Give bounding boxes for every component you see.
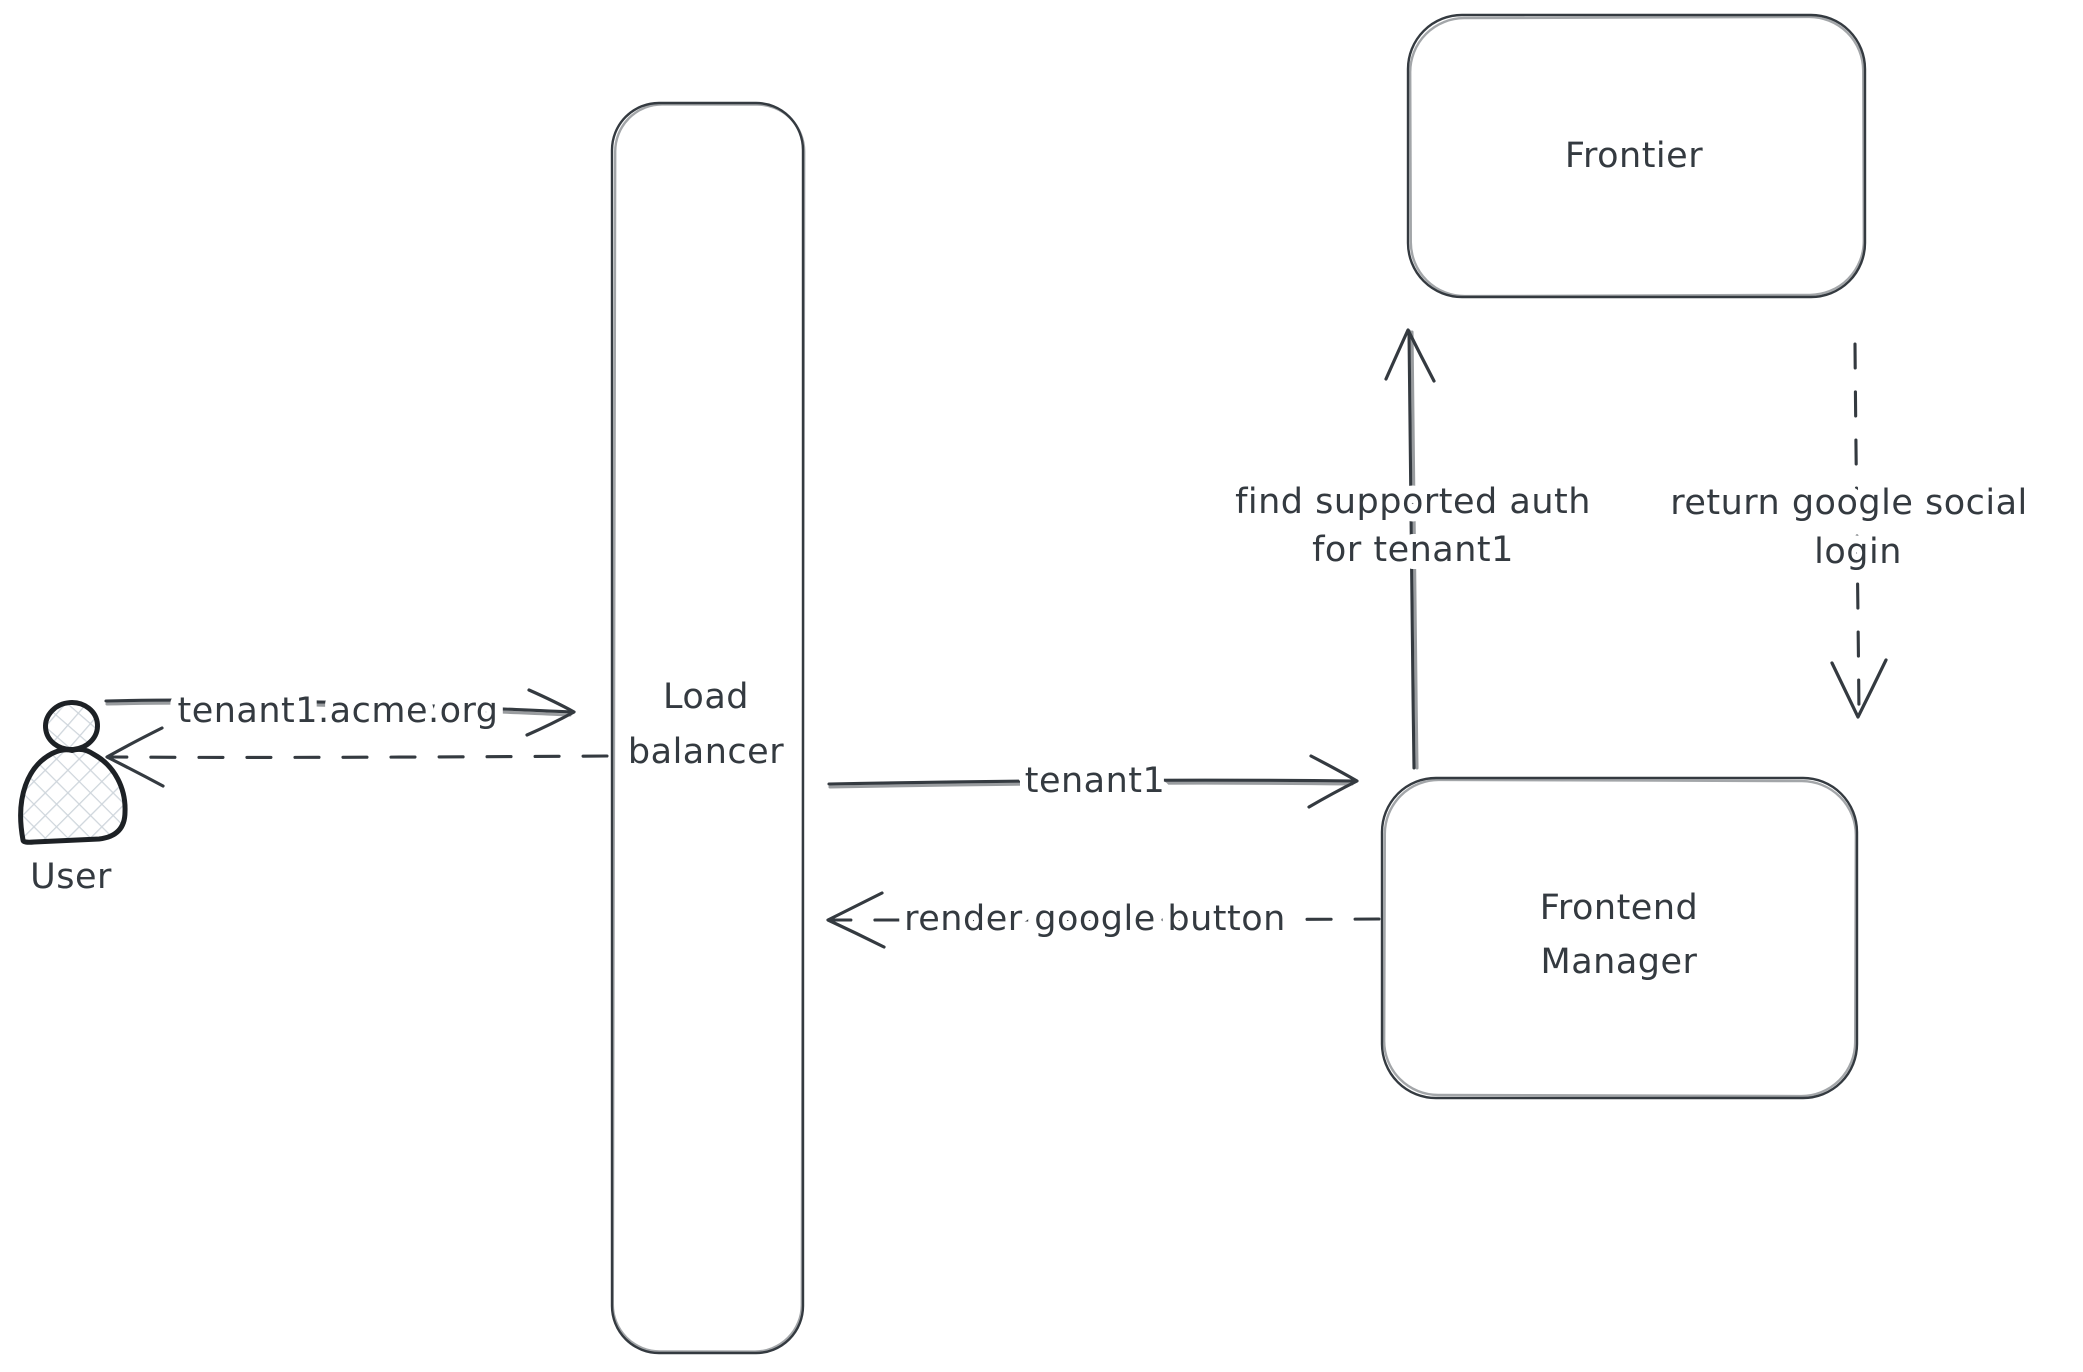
- edge-label-tenant1-acme-org: tenant1.acme.org: [177, 691, 498, 731]
- user-label: User: [30, 857, 112, 897]
- edge-user-to-load-balancer: tenant1.acme.org: [104, 683, 576, 739]
- frontend-manager-box-echo: [1382, 778, 1858, 1098]
- arrowhead-right-icon: [1307, 754, 1359, 809]
- edge-label-render-google-button: render google button: [904, 899, 1286, 939]
- edge-line-echo: [828, 781, 1354, 789]
- frontend-manager-node: Frontend Manager: [1380, 776, 1859, 1100]
- edge-label-find-supported-auth-line1: find supported auth: [1235, 482, 1591, 522]
- frontier-node: Frontier: [1406, 13, 1867, 299]
- frontend-manager-box: [1380, 776, 1859, 1100]
- arrowhead-down-icon: [1830, 658, 1888, 719]
- edge-load-balancer-to-frontend-manager: tenant1: [827, 753, 1359, 809]
- edge-line-echo: [105, 701, 572, 717]
- frontier-box-echo: [1409, 15, 1865, 298]
- arrowhead-left-icon: [826, 891, 886, 949]
- edge-label-find-supported-auth-line2: for tenant1: [1312, 530, 1514, 570]
- load-balancer-label-line1: Load: [663, 677, 749, 717]
- frontier-box: [1406, 13, 1867, 299]
- load-balancer-box: [610, 101, 805, 1355]
- user-actor: User: [18, 699, 128, 897]
- edge-line: [830, 917, 1381, 922]
- edge-line: [1853, 342, 1861, 716]
- frontier-label: Frontier: [1565, 136, 1703, 176]
- load-balancer-node: Load balancer: [610, 101, 806, 1355]
- user-person-icon: [18, 699, 128, 845]
- frontend-manager-label-line1: Frontend: [1540, 888, 1698, 928]
- edge-line: [104, 698, 575, 714]
- edge-line: [1407, 329, 1416, 770]
- edge-label-tenant1: tenant1: [1025, 761, 1166, 801]
- edge-frontend-manager-to-load-balancer: render google button: [826, 891, 1381, 949]
- edge-label-return-google-social-line2: login: [1814, 532, 1902, 572]
- edge-load-balancer-to-user: [105, 726, 609, 788]
- edge-label-return-google-social-line1: return google social: [1670, 483, 2028, 523]
- arrowhead-up-icon: [1384, 328, 1436, 383]
- load-balancer-box-echo: [611, 103, 806, 1353]
- edge-line: [110, 754, 609, 759]
- edge-frontend-manager-to-frontier: find supported auth for tenant1: [1227, 328, 1598, 770]
- edge-line-echo: [1410, 330, 1419, 770]
- arrowhead-left-icon: [105, 726, 165, 788]
- edge-frontier-to-frontend-manager: return google social login: [1662, 342, 2035, 719]
- arrowhead-right-icon: [525, 688, 576, 737]
- load-balancer-label-line2: balancer: [628, 732, 784, 772]
- edge-line: [827, 778, 1358, 786]
- frontend-manager-label-line2: Manager: [1541, 942, 1698, 982]
